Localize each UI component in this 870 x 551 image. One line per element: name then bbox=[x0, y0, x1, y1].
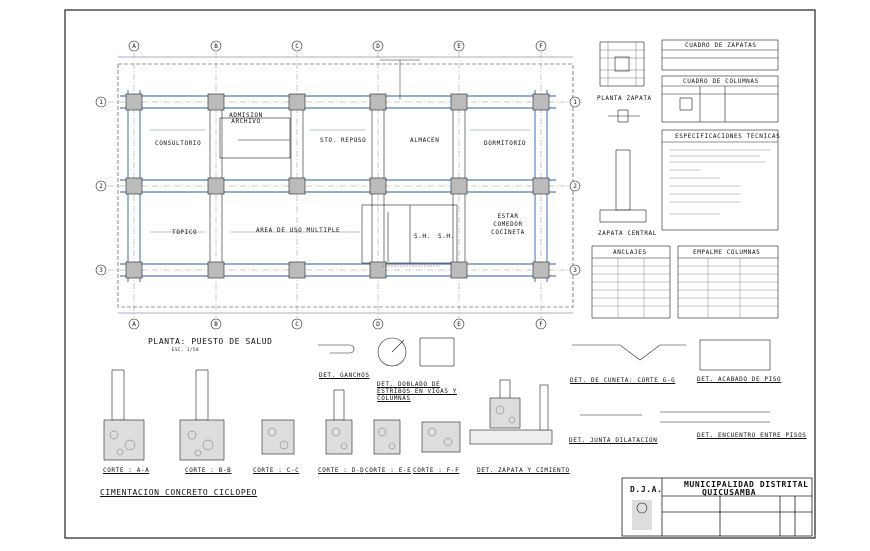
grid-row-label: 1 bbox=[99, 99, 103, 106]
titleblock-line2: QUICUSAMBA bbox=[702, 488, 757, 497]
plan-title: PLANTA: PUESTO DE SALUD bbox=[148, 337, 273, 346]
plan-scale: ESC. 1/50 bbox=[172, 347, 200, 352]
titleblock-line1: MUNICIPALIDAD DISTRITAL bbox=[684, 480, 809, 489]
grid-row-label: 2 bbox=[99, 183, 103, 190]
corte-ee-label: CORTE : E-E bbox=[365, 467, 412, 474]
room-dormitorio: DORMITORIO bbox=[484, 140, 527, 147]
det-acabado-label: DET. ACABADO DE PISO bbox=[697, 376, 782, 383]
cimentacion-title: CIMENTACION CONCRETO CICLOPEO bbox=[100, 488, 258, 497]
det-junta-label: DET. JUNTA DILATACION bbox=[569, 437, 658, 444]
room-admision: ADMISION ARCHIVO bbox=[229, 112, 263, 125]
grid-col-label: B bbox=[214, 321, 218, 328]
grid-col-label: E bbox=[457, 43, 461, 50]
room-sh-2: S.H. bbox=[438, 233, 455, 240]
grid-row-label: 1 bbox=[573, 99, 577, 106]
det-ganchos-label: DET. GANCHOS bbox=[319, 372, 370, 379]
grid-col-label: E bbox=[457, 321, 461, 328]
grid-labels: A B C D E F A B C D E F 1 2 3 1 2 3 bbox=[99, 43, 577, 328]
det-encuentro-label: DET. ENCUENTRO ENTRE PISOS bbox=[697, 432, 807, 439]
grid-col-label: C bbox=[295, 43, 299, 50]
grid-col-label: F bbox=[539, 321, 543, 328]
corte-cc-label: CORTE : C-C bbox=[253, 467, 300, 474]
grid-col-label: D bbox=[376, 321, 380, 328]
grid-col-label: C bbox=[295, 321, 299, 328]
det-doblado-label: DET. DOBLADO DE ESTRIBOS EN VIGAS Y COLU… bbox=[377, 381, 458, 402]
corte-bb-label: CORTE : B-B bbox=[185, 467, 232, 474]
room-almacen: ALMACEN bbox=[410, 137, 440, 144]
det-zapata-cimiento-label: DET. ZAPATA Y CIMIENTO bbox=[477, 467, 570, 474]
zapata-central-label: ZAPATA CENTRAL bbox=[598, 230, 657, 237]
corte-aa-label: CORTE : A-A bbox=[103, 467, 150, 474]
grid-col-label: A bbox=[132, 43, 136, 50]
grid-col-label: A bbox=[132, 321, 136, 328]
grid-row-label: 3 bbox=[573, 267, 577, 274]
grid-col-label: D bbox=[376, 43, 380, 50]
corte-ff-label: CORTE : F-F bbox=[413, 467, 460, 474]
grid-row-label: 2 bbox=[573, 183, 577, 190]
empalme-title: EMPALME COLUMNAS bbox=[693, 249, 761, 256]
room-sto-reposo: STO. REPOSO bbox=[320, 137, 367, 144]
room-area-uso-multiple: AREA DE USO MULTIPLE bbox=[256, 227, 341, 234]
room-consultorio: CONSULTORIO bbox=[155, 140, 202, 147]
grid-col-label: B bbox=[214, 43, 218, 50]
grid-col-label: F bbox=[539, 43, 543, 50]
corte-dd-label: CORTE : D-D bbox=[318, 467, 365, 474]
titleblock-logo: D.J.A. bbox=[630, 485, 663, 494]
cuadro-columnas-title: CUADRO DE COLUMNAS bbox=[683, 78, 759, 85]
room-estar: ESTAR COMEDOR COCINETA bbox=[491, 213, 525, 236]
anclajes-title: ANCLAJES bbox=[613, 249, 647, 256]
planta-zapata-label: PLANTA ZAPATA bbox=[597, 95, 652, 102]
det-cuneta-label: DET. DE CUNETA: CORTE G-G bbox=[570, 377, 676, 384]
grid-row-label: 3 bbox=[99, 267, 103, 274]
cuadro-zapatas-title: CUADRO DE ZAPATAS bbox=[685, 42, 757, 49]
room-sh-1: S.H. bbox=[414, 233, 431, 240]
especificaciones-title: ESPECIFICACIONES TECNICAS bbox=[675, 133, 781, 140]
room-topico: TOPICO bbox=[172, 229, 198, 236]
